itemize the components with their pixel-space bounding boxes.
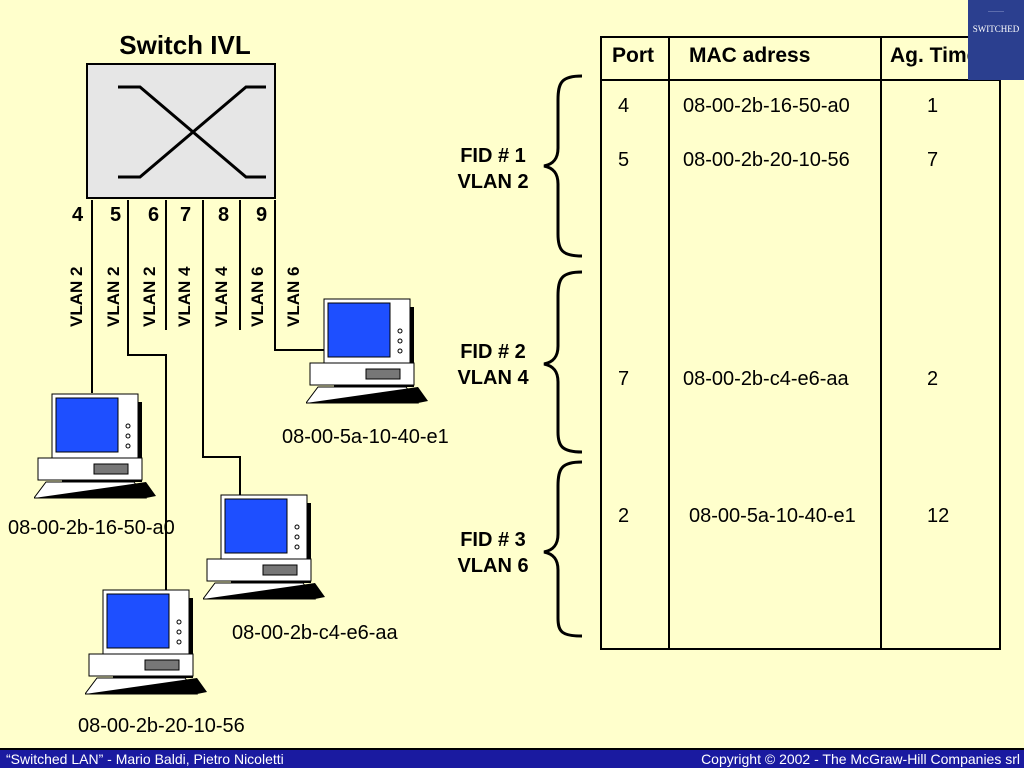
computer-icon	[306, 298, 428, 404]
host-mac-label: 08-00-5a-10-40-e1	[282, 426, 449, 448]
table-cell-port: 4	[618, 95, 630, 117]
fid-group-3: FID # 3 VLAN 6	[438, 527, 548, 579]
host-mac-label: 08-00-2b-16-50-a0	[8, 517, 175, 539]
fid-group-1: FID # 1 VLAN 2	[438, 143, 548, 195]
fid-braces	[543, 74, 583, 638]
crossbar-symbol	[118, 85, 266, 179]
table-cell-mac: 08-00-2b-20-10-56	[683, 149, 850, 171]
table-cell-mac: 08-00-2b-c4-e6-aa	[683, 368, 849, 390]
port-label-6: 6	[148, 204, 160, 226]
port-vlan-label: VLAN 4	[212, 266, 231, 327]
port-vlan-label: VLAN 4	[175, 266, 194, 327]
port-label-8: 8	[218, 204, 230, 226]
logo-text: SWITCHED	[972, 24, 1020, 34]
table-cell-age: 1	[927, 95, 939, 117]
port-vlan-label: VLAN 2	[104, 266, 123, 327]
host-mac-label: 08-00-2b-c4-e6-aa	[232, 622, 398, 644]
table-header-age: Ag. Time	[890, 44, 979, 67]
table-cell-mac: 08-00-5a-10-40-e1	[689, 505, 856, 527]
table-cell-port: 5	[618, 149, 630, 171]
mac-table	[600, 36, 1001, 650]
book-logo	[968, 0, 1024, 80]
switch-box	[86, 63, 276, 199]
fid-label: FID # 1	[460, 145, 526, 167]
footer-bar	[0, 748, 1024, 768]
fid-vlan-label: VLAN 4	[457, 367, 529, 389]
port-vlan-label: VLAN 2	[140, 266, 159, 327]
logo-decoration: ————	[988, 8, 1004, 13]
computer-icon	[203, 494, 325, 600]
table-grid	[600, 36, 1001, 650]
footer-left-text: “Switched LAN” - Mario Baldi, Pietro Nic…	[6, 751, 284, 767]
table-header-mac: MAC adress	[689, 44, 811, 67]
diagram-title: Switch IVL	[119, 30, 251, 60]
port-label-7: 7	[180, 204, 192, 226]
table-cell-mac: 08-00-2b-16-50-a0	[683, 95, 850, 117]
host-mac-label: 08-00-2b-20-10-56	[78, 715, 245, 737]
network-wires	[91, 200, 325, 590]
table-cell-port: 2	[618, 505, 630, 527]
port-label-4: 4	[72, 204, 84, 226]
table-cell-age: 7	[927, 149, 939, 171]
table-cell-age: 12	[927, 505, 950, 527]
computer-icon	[34, 393, 156, 499]
port-vlan-label: VLAN 6	[248, 266, 267, 327]
table-cell-port: 7	[618, 368, 630, 390]
table-header-port: Port	[612, 44, 654, 67]
fid-group-2: FID # 2 VLAN 4	[438, 339, 548, 391]
fid-label: FID # 2	[460, 341, 526, 363]
table-cell-age: 2	[927, 368, 939, 390]
computer-icon	[85, 589, 207, 695]
port-vlan-label: VLAN 2	[67, 266, 86, 327]
fid-vlan-label: VLAN 2	[457, 171, 529, 193]
fid-vlan-label: VLAN 6	[457, 555, 529, 577]
port-vlan-label: VLAN 6	[284, 266, 303, 327]
port-label-9: 9	[256, 204, 268, 226]
port-label-5: 5	[110, 204, 122, 226]
footer-right-text: Copyright © 2002 - The McGraw-Hill Compa…	[701, 751, 1020, 767]
fid-label: FID # 3	[460, 529, 526, 551]
